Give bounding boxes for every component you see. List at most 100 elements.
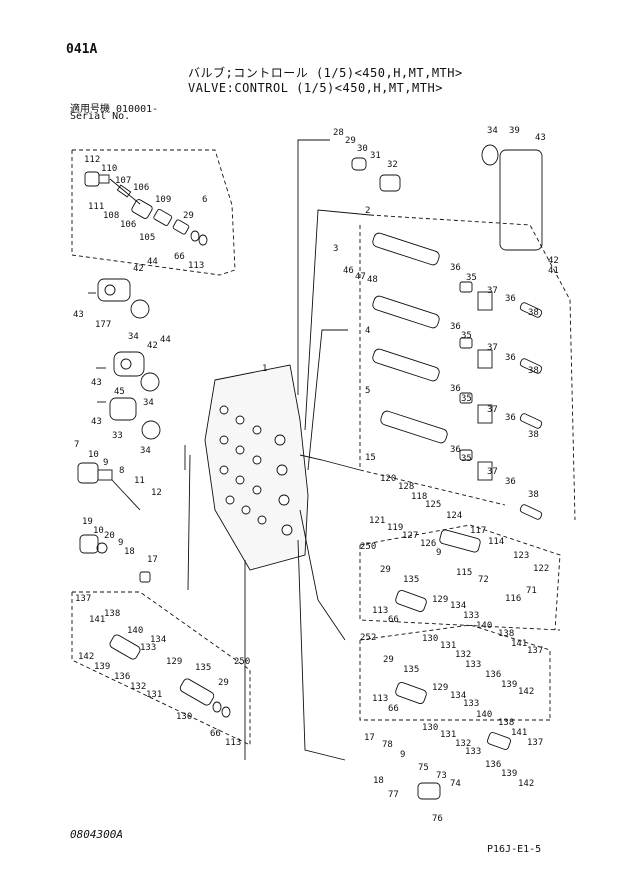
callout-113c: 113 xyxy=(372,694,388,704)
callout-19: 19 xyxy=(82,517,93,527)
callout-137c: 137 xyxy=(75,594,91,604)
callout-133b: 133 xyxy=(465,660,481,670)
callout-139: 139 xyxy=(501,680,517,690)
callout-106: 106 xyxy=(133,183,149,193)
callout-66d: 66 xyxy=(210,729,221,739)
callout-48: 48 xyxy=(367,275,378,285)
callout-116: 116 xyxy=(505,594,521,604)
callout-136c: 136 xyxy=(114,672,130,682)
page-code: 041A xyxy=(66,42,98,57)
callout-30: 30 xyxy=(357,144,368,154)
callout-137b: 137 xyxy=(527,738,543,748)
callout-129b: 129 xyxy=(432,683,448,693)
callout-34d: 34 xyxy=(487,126,498,136)
callout-129: 129 xyxy=(432,595,448,605)
callout-36b: 36 xyxy=(505,294,516,304)
callout-117: 117 xyxy=(470,526,486,536)
callout-66c: 66 xyxy=(388,704,399,714)
callout-74: 74 xyxy=(450,779,461,789)
callout-113: 113 xyxy=(188,261,204,271)
callout-42c: 42 xyxy=(548,256,559,266)
callout-142: 142 xyxy=(518,687,534,697)
callout-45: 45 xyxy=(114,387,125,397)
callout-3: 3 xyxy=(333,244,338,254)
diagram-drawing xyxy=(71,139,576,800)
callout-10: 10 xyxy=(88,450,99,460)
callout-37c: 37 xyxy=(487,405,498,415)
callout-75: 75 xyxy=(418,763,429,773)
callout-46: 46 xyxy=(343,266,354,276)
callout-109: 109 xyxy=(155,195,171,205)
callout-66: 66 xyxy=(174,252,185,262)
callout-71: 71 xyxy=(526,586,537,596)
callout-31: 31 xyxy=(370,151,381,161)
callout-1: 1 xyxy=(262,364,267,374)
callout-134: 134 xyxy=(450,601,466,611)
callout-138: 138 xyxy=(498,629,514,639)
callout-135b: 135 xyxy=(403,665,419,675)
callout-130: 130 xyxy=(422,634,438,644)
callout-6: 6 xyxy=(202,195,207,205)
callout-78: 78 xyxy=(382,740,393,750)
callout-2: 2 xyxy=(365,206,370,216)
callout-36e: 36 xyxy=(450,384,461,394)
callout-140c: 140 xyxy=(127,626,143,636)
callout-138b: 138 xyxy=(498,718,514,728)
callout-115: 115 xyxy=(456,568,472,578)
callout-38b: 38 xyxy=(528,366,539,376)
callout-66b: 66 xyxy=(388,615,399,625)
callout-118: 118 xyxy=(411,492,427,502)
callout-130c: 130 xyxy=(176,712,192,722)
callout-138c: 138 xyxy=(104,609,120,619)
callout-12: 12 xyxy=(151,488,162,498)
callout-7: 7 xyxy=(74,440,79,450)
callout-36g: 36 xyxy=(450,445,461,455)
callout-112: 112 xyxy=(84,155,100,165)
callout-108: 108 xyxy=(103,211,119,221)
callout-38d: 38 xyxy=(528,490,539,500)
callout-36: 36 xyxy=(450,263,461,273)
callout-39: 39 xyxy=(509,126,520,136)
callout-29c: 29 xyxy=(380,565,391,575)
callout-18: 18 xyxy=(124,547,135,557)
callout-35d: 35 xyxy=(461,454,472,464)
callout-43d: 43 xyxy=(535,133,546,143)
callout-43b: 43 xyxy=(91,378,102,388)
callout-122: 122 xyxy=(533,564,549,574)
page-reference: P16J-E1-5 xyxy=(487,844,542,855)
callout-133c: 133 xyxy=(463,699,479,709)
callout-9c: 9 xyxy=(436,548,441,558)
callout-142c: 142 xyxy=(78,652,94,662)
callout-252: 252 xyxy=(360,633,376,643)
callout-113d: 113 xyxy=(225,738,241,748)
callout-133: 133 xyxy=(463,611,479,621)
callout-139c: 139 xyxy=(94,662,110,672)
callout-140: 140 xyxy=(476,621,492,631)
callout-125: 125 xyxy=(425,500,441,510)
callout-72: 72 xyxy=(478,575,489,585)
callout-36d: 36 xyxy=(505,353,516,363)
callout-37: 37 xyxy=(487,286,498,296)
callout-135c: 135 xyxy=(195,663,211,673)
callout-11: 11 xyxy=(134,476,145,486)
callout-44: 44 xyxy=(147,257,158,267)
callout-111: 111 xyxy=(88,202,104,212)
callout-131c: 131 xyxy=(146,690,162,700)
serial-label-english: Serial No. xyxy=(70,111,131,122)
callout-110: 110 xyxy=(101,164,117,174)
callout-42: 42 xyxy=(133,264,144,274)
callout-134b: 134 xyxy=(450,691,466,701)
callout-38c: 38 xyxy=(528,430,539,440)
callout-135: 135 xyxy=(403,575,419,585)
callout-131b: 131 xyxy=(440,730,456,740)
callout-107: 107 xyxy=(115,176,131,186)
callout-106b: 106 xyxy=(120,220,136,230)
callout-130b: 130 xyxy=(422,723,438,733)
title-english: VALVE:CONTROL (1/5)<450,H,MT,MTH> xyxy=(188,81,443,95)
callout-177: 177 xyxy=(95,320,111,330)
callout-18b: 18 xyxy=(373,776,384,786)
callout-9: 9 xyxy=(103,458,108,468)
callout-124: 124 xyxy=(446,511,462,521)
callout-9d: 9 xyxy=(400,750,405,760)
